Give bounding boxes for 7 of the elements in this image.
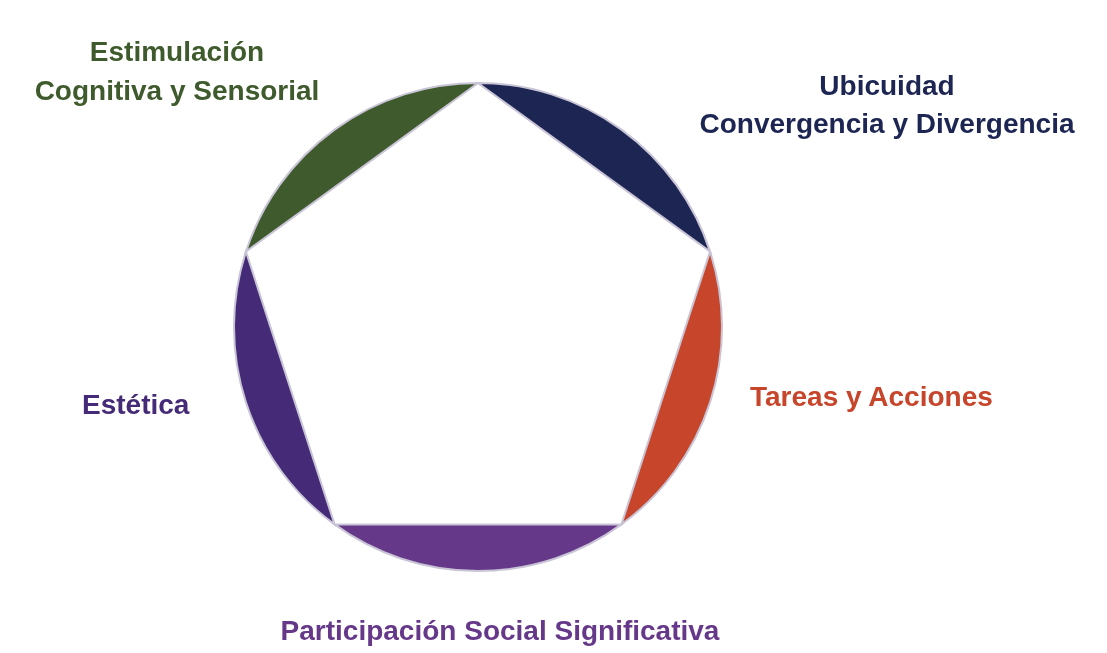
category-label: Estética xyxy=(82,388,190,422)
category-label: Tareas y Acciones xyxy=(750,380,993,414)
category-label: Participación Social Significativa xyxy=(280,614,720,648)
category-label: Convergencia y Divergencia xyxy=(699,107,1075,141)
category-label: Cognitiva y Sensorial xyxy=(34,74,320,108)
category-label: Ubicuidad xyxy=(819,69,955,103)
category-label: Estimulación xyxy=(89,35,265,69)
